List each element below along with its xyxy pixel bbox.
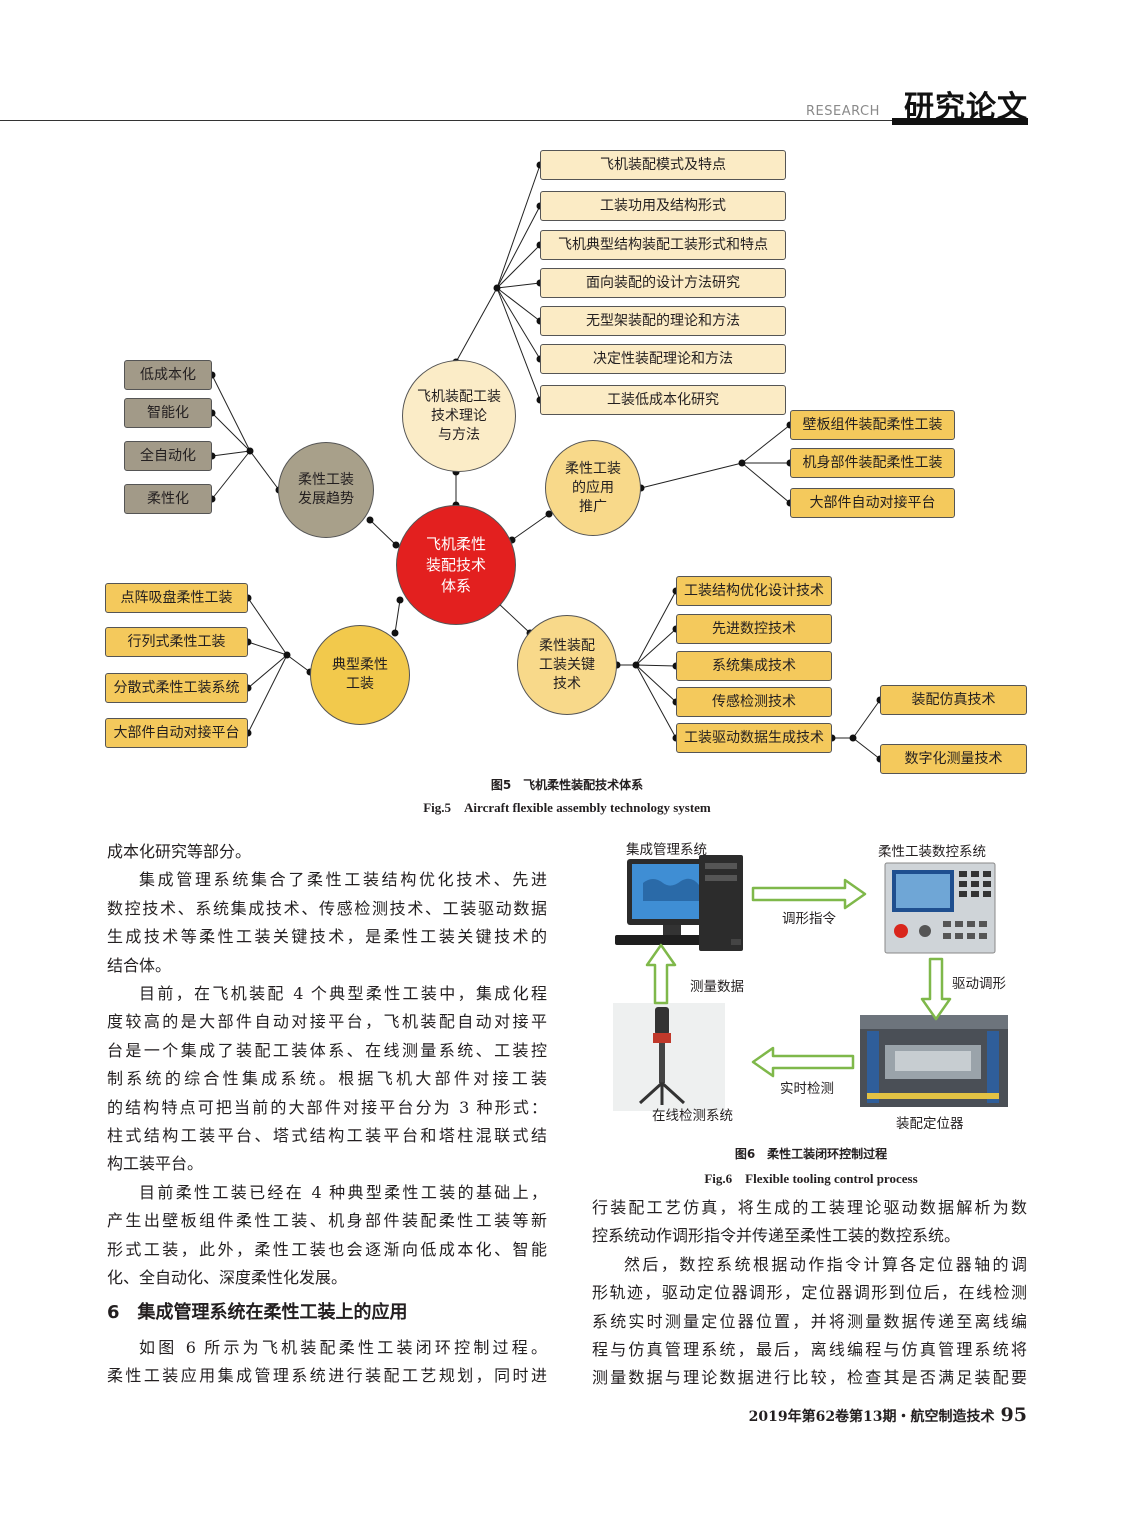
body-line: 集成管理系统集合了柔性工装结构优化技术、先进 <box>139 870 547 890</box>
assembly-jig-illustration <box>860 1015 1008 1107</box>
fig5-theory-item: 工装功用及结构形式 <box>540 191 786 221</box>
body-line: 如图 6 所示为飞机装配柔性工装闭环控制过程。 <box>139 1338 547 1357</box>
arrow-down <box>920 957 952 1021</box>
fig5-center-node: 飞机柔性 装配技术 体系 <box>396 505 516 625</box>
fig5-key-sub-item: 数字化测量技术 <box>880 744 1027 774</box>
left-column: 成本化研究等部分。 集成管理系统集合了柔性工装结构优化技术、先进 数控技术、系统… <box>107 838 547 1293</box>
fig6-label-online: 在线检测系统 <box>652 1108 733 1124</box>
page-number: 95 <box>1000 1404 1027 1426</box>
arrow-up <box>645 943 677 1005</box>
fig5-typical-item: 点阵吸盘柔性工装 <box>105 583 248 613</box>
body-line: 控系统动作调形指令并传递至柔性工装的数控系统。 <box>592 1226 961 1246</box>
body-line: 然后，数控系统根据动作指令计算各定位器轴的调 <box>624 1254 1027 1274</box>
running-header-research: RESEARCH <box>806 104 880 119</box>
fig6-diagram <box>613 855 1008 1111</box>
cnc-panel-illustration <box>884 862 996 954</box>
fig5-key-item: 传感检测技术 <box>676 687 832 717</box>
fig5-theory-item: 面向装配的设计方法研究 <box>540 268 786 298</box>
body-line: 生成技术等柔性工装关键技术，是柔性工装关键技术的 <box>107 927 547 947</box>
fig5-key-sub-item: 装配仿真技术 <box>880 685 1027 715</box>
fig5-apply-item: 大部件自动对接平台 <box>790 488 955 518</box>
fig5-apply-item: 壁板组件装配柔性工装 <box>790 410 955 440</box>
body-line: 度较高的是大部件自动对接平台，飞机装配自动对接平 <box>107 1012 547 1032</box>
fig6-label-mgmt: 集成管理系统 <box>626 842 707 858</box>
fig5-trend-item: 低成本化 <box>124 360 212 390</box>
fig6-label-drive: 驱动调形 <box>952 976 1006 992</box>
fig5-trend-node: 柔性工装 发展趋势 <box>278 442 374 538</box>
fig5-key-item: 系统集成技术 <box>676 651 832 681</box>
fig5-trend-item: 智能化 <box>124 398 212 428</box>
body-line: 的结构特点可把当前的大部件对接平台分为 3 种形式： <box>107 1097 547 1117</box>
arrow-left <box>751 1046 855 1078</box>
body-line: 柱式结构工装平台、塔式结构工装平台和塔柱混联式结 <box>107 1126 547 1146</box>
body-line: 目前柔性工装已经在 4 种典型柔性工装的基础上， <box>139 1182 547 1202</box>
body-line: 程与仿真管理系统，最后，离线编程与仿真管理系统将 <box>592 1340 1027 1360</box>
fig5-theory-item: 无型架装配的理论和方法 <box>540 306 786 336</box>
fig5-trend-item: 全自动化 <box>124 441 212 471</box>
body-line: 制系统的综合性集成系统。根据飞机大部件对接工装 <box>107 1069 547 1089</box>
fig5-theory-item: 飞机典型结构装配工装形式和特点 <box>540 230 786 260</box>
header-rule <box>0 120 892 121</box>
fig5-caption-en: Fig.5 Aircraft flexible assembly technol… <box>423 800 711 815</box>
fig6-caption-en: Fig.6 Flexible tooling control process <box>704 1171 918 1186</box>
fig5-typical-node: 典型柔性 工装 <box>310 625 410 725</box>
fig5-apply-item: 机身部件装配柔性工装 <box>790 448 955 478</box>
fig5-key-item: 先进数控技术 <box>676 614 832 644</box>
fig5-theory-item: 飞机装配模式及特点 <box>540 150 786 180</box>
body-line: 成本化研究等部分。 <box>107 842 252 861</box>
body-line: 系统实时测量定位器位置，并将测量数据传递至离线编 <box>592 1311 1027 1331</box>
body-line: 台是一个集成了装配工装体系、在线测量系统、工装控 <box>107 1040 547 1060</box>
arrow-right <box>751 878 867 910</box>
section-heading: 6 集成管理系统在柔性工装上的应用 <box>107 1302 408 1323</box>
computer-illustration <box>615 855 743 951</box>
fig5-theory-node: 飞机装配工装 技术理论 与方法 <box>402 360 516 472</box>
body-line: 形轨迹，驱动定位器调形，定位器调形到位后，在线检测 <box>592 1283 1027 1303</box>
fig5-key-item: 工装结构优化设计技术 <box>676 576 832 606</box>
footer-issue: 2019年第62卷第13期・航空制造技术 <box>748 1409 995 1425</box>
section-body: 如图 6 所示为飞机装配柔性工装闭环控制过程。 柔性工装应用集成管理系统进行装配… <box>107 1334 547 1391</box>
body-line: 化、全自动化、深度柔性化发展。 <box>107 1268 348 1288</box>
fig5-key-node: 柔性装配 工装关键 技术 <box>517 615 617 715</box>
fig5-apply-node: 柔性工装 的应用 推广 <box>545 440 641 536</box>
fig6-label-locator: 装配定位器 <box>896 1116 964 1132</box>
page-footer: 2019年第62卷第13期・航空制造技术 95 <box>749 1404 1027 1426</box>
fig5-theory-item: 工装低成本化研究 <box>540 385 786 415</box>
fig5-key-item: 工装驱动数据生成技术 <box>676 723 832 753</box>
fig5-typical-item: 大部件自动对接平台 <box>105 718 248 748</box>
body-line: 结合体。 <box>107 955 172 975</box>
body-line: 形式工装，此外，柔性工装也会逐渐向低成本化、智能 <box>107 1239 547 1259</box>
fig5-typical-item: 分散式柔性工装系统 <box>105 673 248 703</box>
fig6-label-realtime: 实时检测 <box>780 1081 834 1097</box>
body-line: 测量数据与理论数据进行比较，检查其是否满足装配要 <box>592 1368 1027 1388</box>
body-line: 行装配工艺仿真，将生成的工装理论驱动数据解析为数 <box>592 1198 1027 1217</box>
fig5-theory-item: 决定性装配理论和方法 <box>540 344 786 374</box>
fig5-trend-item: 柔性化 <box>124 484 212 514</box>
body-line: 构工装平台。 <box>107 1154 204 1174</box>
fig6-label-cmd: 调形指令 <box>782 911 836 927</box>
laser-tracker-illustration <box>613 1003 725 1111</box>
fig6-caption-zh: 图6 柔性工装闭环控制过程 <box>734 1147 888 1161</box>
body-line: 产生出壁板组件柔性工装、机身部件装配柔性工装等新 <box>107 1211 547 1231</box>
fig6-label-measure: 测量数据 <box>690 979 744 995</box>
body-line: 数控技术、系统集成技术、传感检测技术、工装驱动数据 <box>107 898 547 918</box>
body-line: 柔性工装应用集成管理系统进行装配工艺规划，同时进 <box>107 1366 547 1386</box>
header-rule-thick <box>892 118 1028 125</box>
fig5-caption-zh: 图5 飞机柔性装配技术体系 <box>490 778 644 792</box>
fig6-label-cnc: 柔性工装数控系统 <box>878 844 986 860</box>
body-line: 目前，在飞机装配 4 个典型柔性工装中，集成化程 <box>139 984 547 1004</box>
fig5-typical-item: 行列式柔性工装 <box>105 627 248 657</box>
right-column: 行装配工艺仿真，将生成的工装理论驱动数据解析为数 控系统动作调形指令并传递至柔性… <box>592 1194 1027 1393</box>
